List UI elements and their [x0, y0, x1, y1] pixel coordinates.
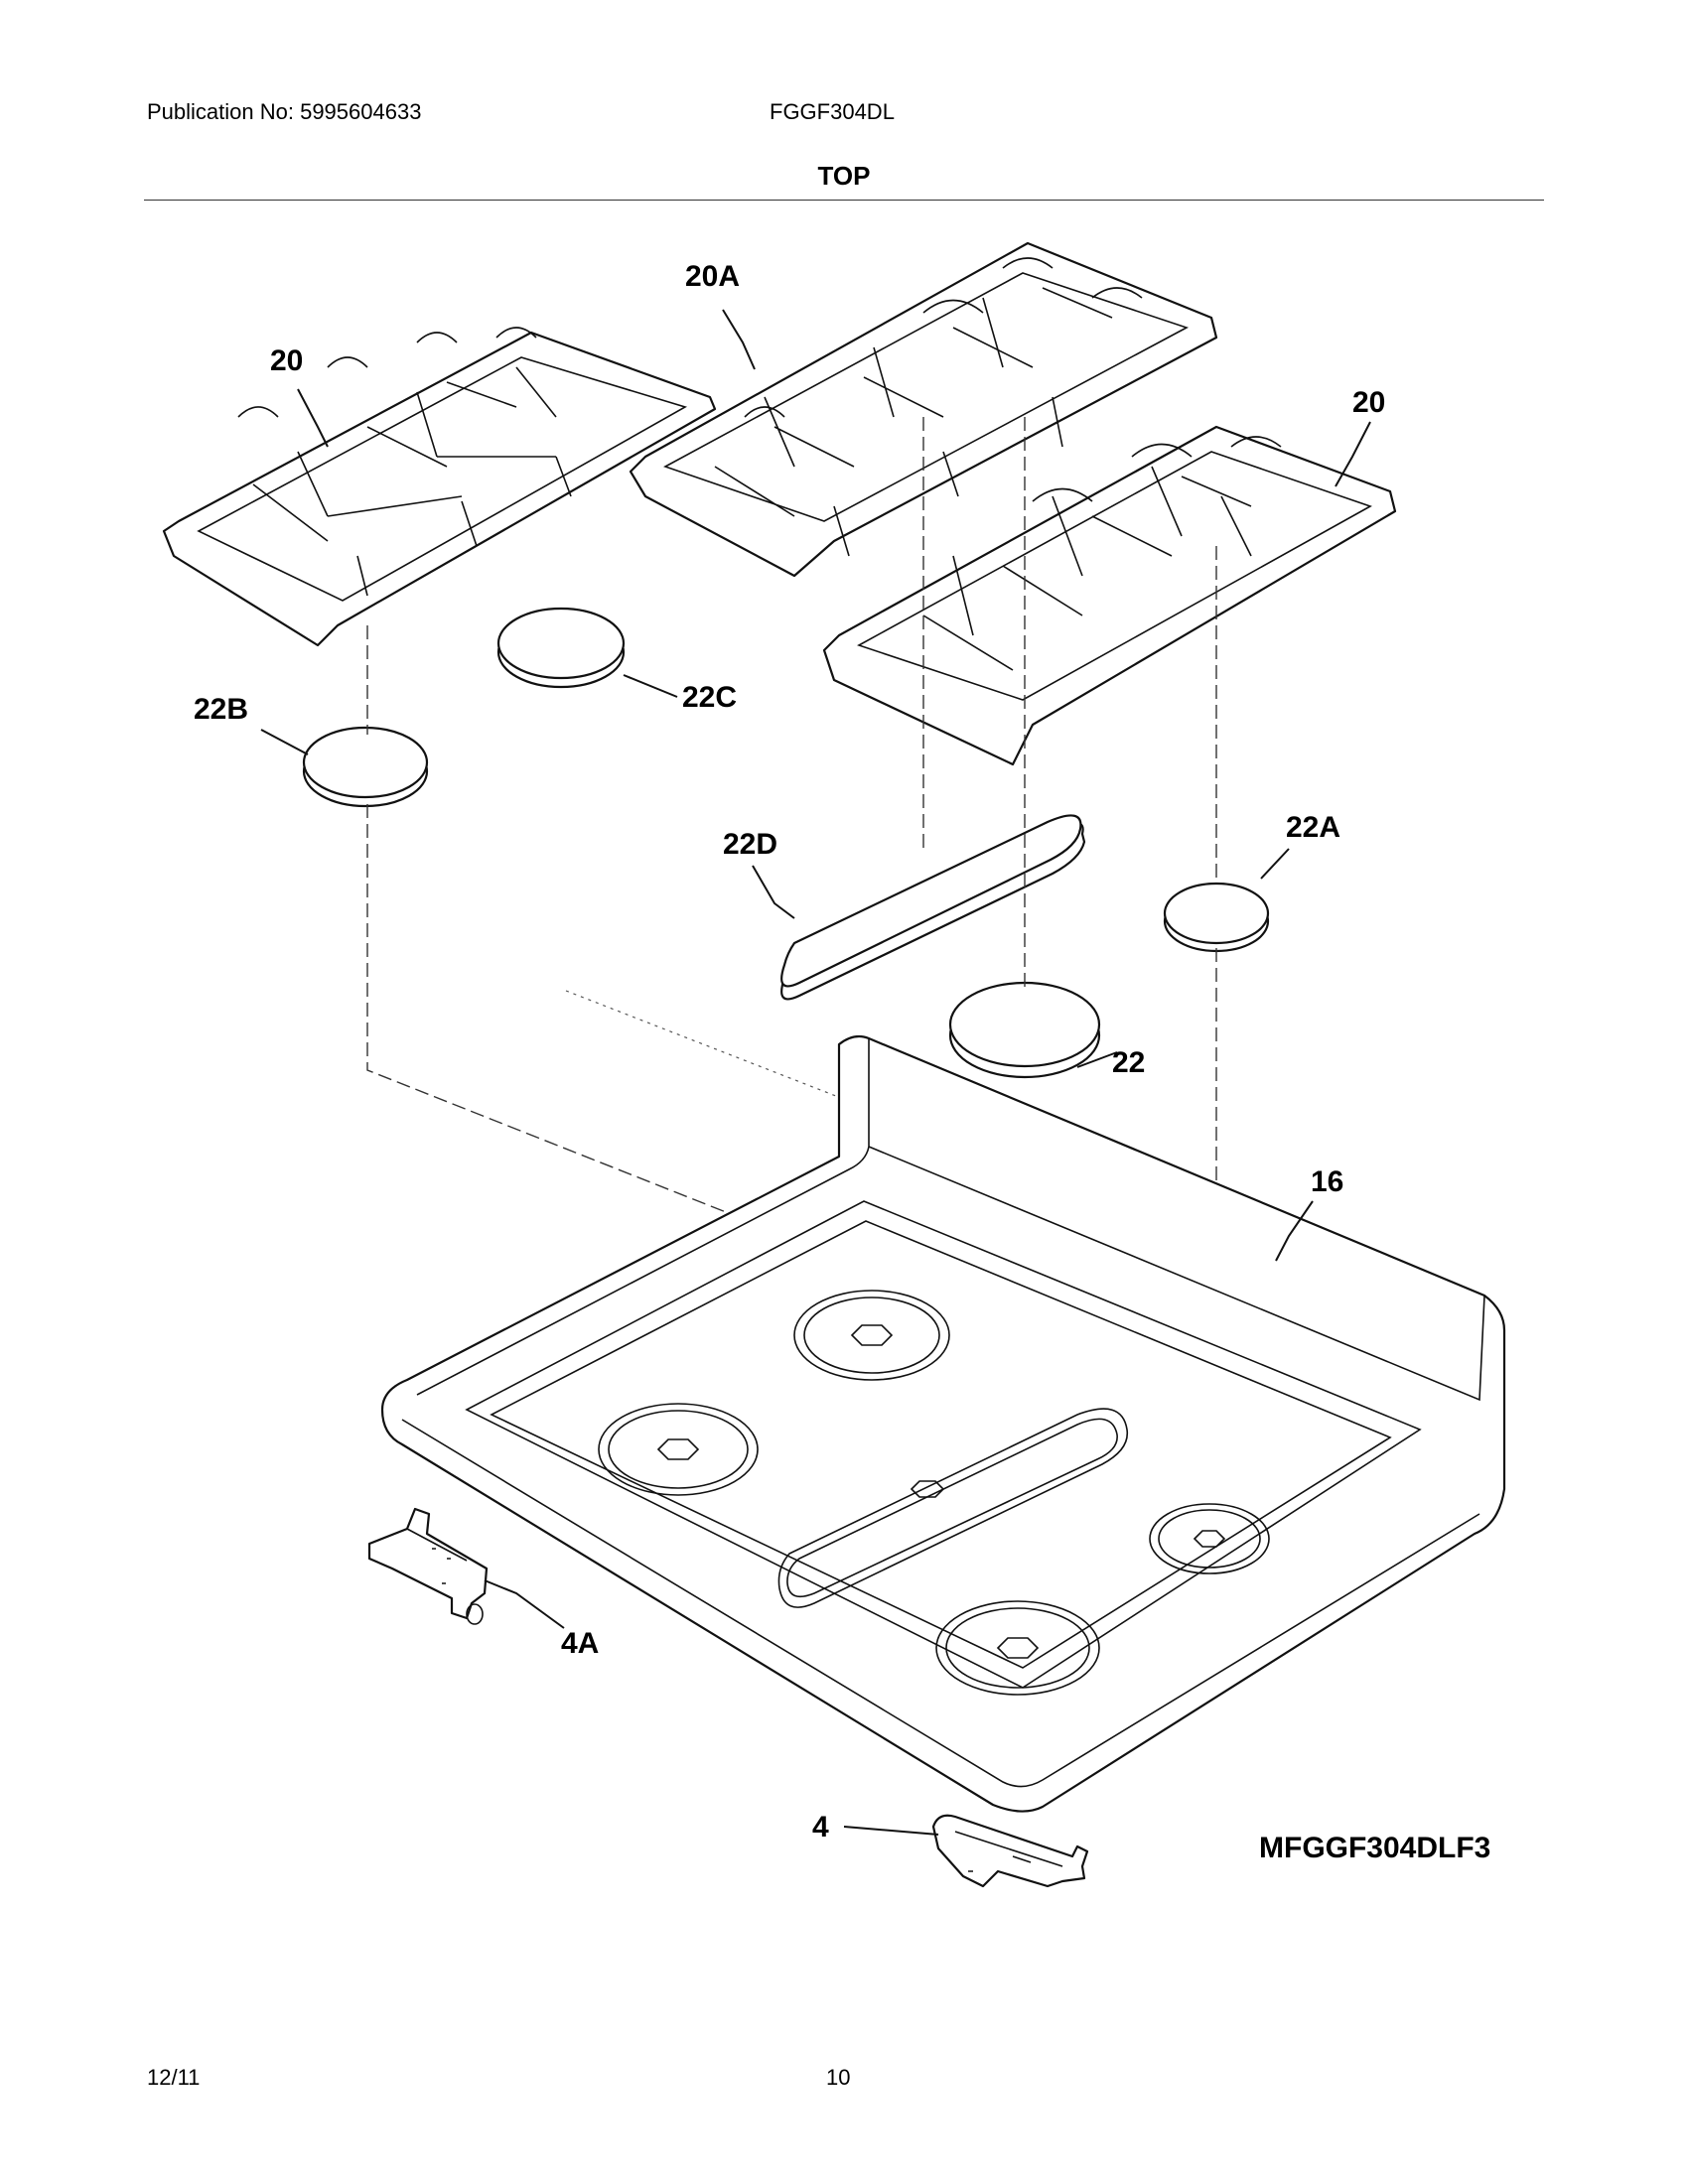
callout-4: 4	[812, 1811, 829, 1843]
footer-date: 12/11	[147, 2065, 201, 2090]
burner-cap-22b	[302, 726, 429, 808]
page-number: 10	[826, 2065, 851, 2090]
callout-20-right: 20	[1352, 386, 1385, 419]
burner-cap-22d	[780, 814, 1086, 1001]
callout-20-left: 20	[270, 344, 303, 377]
drawing-id: MFGGF304DLF3	[1259, 1832, 1491, 1864]
left-grate	[162, 327, 717, 647]
callout-22b: 22B	[194, 693, 248, 726]
section-title: TOP	[817, 161, 871, 191]
callout-20a: 20A	[685, 260, 740, 293]
callout-22c: 22C	[682, 681, 737, 714]
callout-22d: 22D	[723, 828, 777, 861]
leader-lines	[260, 309, 1371, 1836]
callout-16: 16	[1311, 1165, 1343, 1198]
burner-cap-22c	[496, 607, 626, 689]
right-grate	[822, 425, 1397, 766]
callout-22: 22	[1112, 1046, 1145, 1079]
main-top	[380, 1034, 1506, 1813]
model-number: FGGF304DL	[770, 99, 895, 124]
burner-cap-22a	[1163, 882, 1270, 953]
publication-number: Publication No: 5995604633	[147, 99, 422, 124]
bracket-4	[931, 1814, 1089, 1888]
header-rule	[144, 200, 1544, 201]
burner-cap-22	[948, 981, 1101, 1079]
bracket-4a	[367, 1507, 489, 1625]
callout-22a: 22A	[1286, 811, 1340, 844]
center-grate	[629, 241, 1218, 578]
callout-4a: 4A	[561, 1627, 599, 1660]
